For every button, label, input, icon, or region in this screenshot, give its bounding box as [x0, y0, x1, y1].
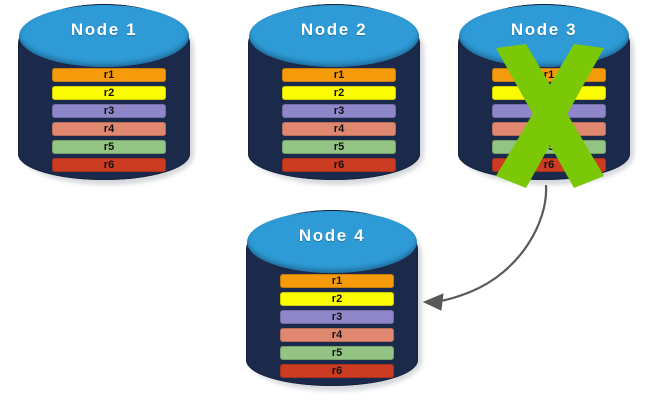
- row-item-r6[interactable]: r6: [282, 158, 396, 172]
- row-list-node4: r1 r2 r3 r4 r5 r6: [280, 274, 394, 378]
- row-item-r5[interactable]: r5: [492, 140, 606, 154]
- node-cylinder-node3[interactable]: Node 3 r1 r2 r3 r4 r5 r6: [458, 4, 634, 185]
- row-item-r3[interactable]: r3: [280, 310, 394, 324]
- node-cylinder-node2[interactable]: Node 2 r1 r2 r3 r4 r5 r6: [248, 4, 424, 185]
- row-item-r2[interactable]: r2: [492, 86, 606, 100]
- row-item-r1[interactable]: r1: [280, 274, 394, 288]
- node-title-node2: Node 2: [300, 20, 368, 39]
- row-item-r6[interactable]: r6: [280, 364, 394, 378]
- row-item-r5[interactable]: r5: [282, 140, 396, 154]
- cylinder-top-ellipse: [19, 5, 189, 67]
- cylinder-top-ellipse: [247, 211, 417, 273]
- row-list-node2: r1 r2 r3 r4 r5 r6: [282, 68, 396, 172]
- row-item-r4[interactable]: r4: [52, 122, 166, 136]
- row-item-r1[interactable]: r1: [282, 68, 396, 82]
- row-item-r2[interactable]: r2: [52, 86, 166, 100]
- row-item-r4[interactable]: r4: [492, 122, 606, 136]
- node-cylinder-node1[interactable]: Node 1 r1 r2 r3 r4 r5 r6: [18, 4, 194, 185]
- row-item-r1[interactable]: r1: [52, 68, 166, 82]
- row-item-r6[interactable]: r6: [492, 158, 606, 172]
- row-item-r4[interactable]: r4: [282, 122, 396, 136]
- cylinder-top-ellipse: [249, 5, 419, 67]
- row-item-r5[interactable]: r5: [280, 346, 394, 360]
- row-item-r5[interactable]: r5: [52, 140, 166, 154]
- row-item-r2[interactable]: r2: [280, 292, 394, 306]
- node-title-node1: Node 1: [70, 20, 138, 39]
- row-list-node1: r1 r2 r3 r4 r5 r6: [52, 68, 166, 172]
- row-item-r4[interactable]: r4: [280, 328, 394, 342]
- row-item-r3[interactable]: r3: [492, 104, 606, 118]
- node-title-node4: Node 4: [298, 226, 366, 245]
- row-item-r2[interactable]: r2: [282, 86, 396, 100]
- row-item-r6[interactable]: r6: [52, 158, 166, 172]
- row-item-r1[interactable]: r1: [492, 68, 606, 82]
- node-cylinder-node4[interactable]: Node 4 r1 r2 r3 r4 r5 r6: [246, 210, 422, 391]
- row-item-r3[interactable]: r3: [52, 104, 166, 118]
- node-title-node3: Node 3: [510, 20, 578, 39]
- row-item-r3[interactable]: r3: [282, 104, 396, 118]
- row-list-node3: r1 r2 r3 r4 r5 r6: [492, 68, 606, 172]
